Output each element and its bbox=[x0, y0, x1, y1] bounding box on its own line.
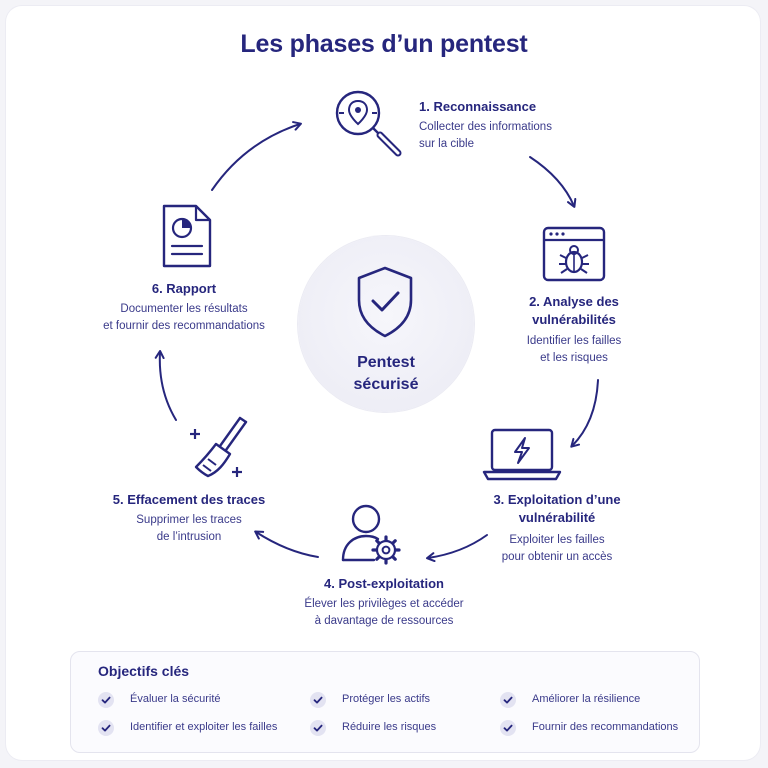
objective-text: Améliorer la résilience bbox=[532, 693, 641, 705]
check-icon bbox=[98, 720, 114, 736]
arrow-1-to-2 bbox=[529, 156, 577, 208]
center-label-line2: sécurisé bbox=[353, 376, 419, 393]
magnifier-target-icon bbox=[335, 90, 402, 157]
phase-3-desc-line1: Exploiter les failles bbox=[509, 534, 605, 546]
objective-text: Fournir des recommandations bbox=[532, 721, 679, 733]
arrow-3-to-4 bbox=[426, 534, 488, 563]
check-icon bbox=[98, 692, 114, 708]
phase-5-desc: Supprimer les traces de l’intrusion bbox=[96, 512, 282, 546]
objective-text: Identifier et exploiter les failles bbox=[130, 721, 278, 733]
objectives-title: Objectifs clés bbox=[98, 663, 190, 679]
check-icon bbox=[310, 720, 326, 736]
laptop-bolt-icon bbox=[482, 428, 562, 481]
objectives-panel bbox=[70, 651, 700, 753]
arrow-5-to-6 bbox=[154, 350, 177, 421]
phase-5-title: 5. Effacement des traces bbox=[112, 492, 266, 507]
phase-1-desc-line1: Collecter des informations bbox=[419, 121, 552, 133]
browser-bug-icon bbox=[542, 226, 606, 282]
phase-2-title: 2. Analyse des vulnérabilités bbox=[508, 293, 640, 329]
phase-3-title-line2: vulnérabilité bbox=[518, 510, 596, 525]
center-label-line1: Pentest bbox=[357, 354, 415, 371]
report-document-icon bbox=[162, 204, 212, 268]
phase-6-desc: Documenter les résultats et fournir des … bbox=[80, 301, 288, 335]
user-gear-icon bbox=[341, 504, 401, 565]
phase-1-desc-line2: sur la cible bbox=[419, 138, 474, 150]
phase-1-desc: Collecter des informations sur la cible bbox=[419, 119, 552, 153]
center-label: Pentest sécurisé bbox=[298, 352, 474, 396]
page-title: Les phases d’un pentest bbox=[240, 30, 528, 58]
check-icon bbox=[500, 692, 516, 708]
phase-2-title-line2: vulnérabilités bbox=[532, 312, 616, 327]
objective-text: Réduire les risques bbox=[342, 721, 437, 733]
phase-3-desc-line2: pour obtenir un accès bbox=[501, 551, 613, 563]
phase-4-title: 4. Post-exploitation bbox=[324, 576, 444, 591]
phase-1-title: 1. Reconnaissance bbox=[419, 99, 537, 114]
phase-6-desc-line2: et fournir des recommandations bbox=[103, 320, 265, 332]
phase-2-title-line1: 2. Analyse des bbox=[529, 294, 619, 309]
check-icon bbox=[310, 692, 326, 708]
arrow-6-to-1 bbox=[211, 121, 302, 191]
broom-icon bbox=[190, 416, 248, 478]
phase-2-desc-line2: et les risques bbox=[540, 352, 608, 364]
phase-5-desc-line1: Supprimer les traces bbox=[136, 514, 242, 526]
objective-text: Protéger les actifs bbox=[342, 693, 431, 705]
phase-3-title: 3. Exploitation d’une vulnérabilité bbox=[482, 491, 632, 527]
arrow-2-to-3 bbox=[570, 379, 599, 448]
phase-3-title-line1: 3. Exploitation d’une bbox=[493, 492, 621, 507]
phase-4-desc: Élever les privilèges et accéder à davan… bbox=[274, 596, 494, 630]
phase-3-desc: Exploiter les failles pour obtenir un ac… bbox=[486, 532, 628, 566]
objective-text: Évaluer la sécurité bbox=[130, 693, 221, 705]
phase-2-desc: Identifier les failles et les risques bbox=[508, 333, 640, 367]
phase-4-desc-line1: Élever les privilèges et accéder bbox=[304, 598, 464, 610]
center-circle bbox=[298, 236, 474, 412]
shield-check-icon bbox=[357, 266, 413, 338]
phase-2-desc-line1: Identifier les failles bbox=[526, 335, 622, 347]
phase-6-title: 6. Rapport bbox=[151, 281, 217, 296]
phase-6-desc-line1: Documenter les résultats bbox=[120, 303, 248, 315]
check-icon bbox=[500, 720, 516, 736]
phase-5-desc-line2: de l’intrusion bbox=[156, 531, 222, 543]
phase-4-desc-line2: à davantage de ressources bbox=[314, 615, 454, 627]
arrow-4-to-5 bbox=[254, 530, 319, 558]
